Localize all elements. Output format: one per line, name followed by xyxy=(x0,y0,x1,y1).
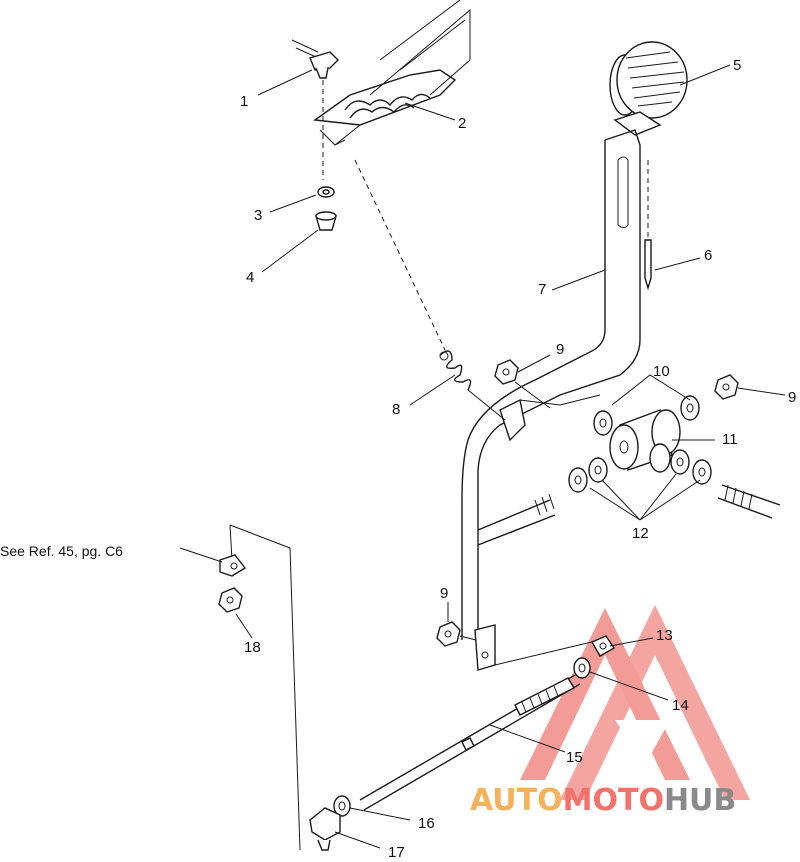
label-17: 17 xyxy=(388,844,405,861)
part-13-rod-end xyxy=(591,635,615,657)
part-9-nut-right xyxy=(714,374,739,400)
label-4: 4 xyxy=(246,269,254,286)
part-10-washers xyxy=(593,395,700,436)
label-9-right: 9 xyxy=(788,389,796,406)
part-9-nut-lower xyxy=(436,621,477,647)
watermark-text: AUTOMOTOHUB xyxy=(470,783,736,818)
part-3-washer xyxy=(317,186,335,198)
label-1: 1 xyxy=(240,93,248,110)
watermark-logo-icon xyxy=(520,605,750,800)
part-2-bracket xyxy=(344,93,431,119)
part-7-lever-arm xyxy=(461,129,641,671)
watermark-part-2: MOTO xyxy=(563,783,664,818)
reference-assembly xyxy=(179,524,301,851)
label-9-lower: 9 xyxy=(440,585,448,602)
part-6-pin xyxy=(644,160,652,291)
part-15-rod xyxy=(359,674,581,811)
label-2: 2 xyxy=(458,115,466,132)
label-15: 15 xyxy=(566,749,583,766)
lever-shaft xyxy=(477,484,781,546)
label-6: 6 xyxy=(704,247,712,264)
part-11-bushing xyxy=(609,409,681,473)
label-3: 3 xyxy=(254,207,262,224)
part-5-pedal-pad xyxy=(609,41,688,136)
reference-note: See Ref. 45, pg. C6 xyxy=(0,543,123,559)
label-11: 11 xyxy=(722,431,738,448)
label-14: 14 xyxy=(672,697,689,714)
part-17-ball-joint xyxy=(309,807,341,851)
watermark-part-3: HUB xyxy=(664,783,736,818)
label-10: 10 xyxy=(653,363,670,380)
leader-lines xyxy=(235,64,786,849)
part-9-nut-upper xyxy=(494,359,551,409)
frame-outline xyxy=(313,0,471,146)
part-18-nut xyxy=(218,587,243,613)
part-4-cap xyxy=(315,211,337,231)
label-5: 5 xyxy=(733,57,741,74)
label-13: 13 xyxy=(656,627,673,644)
part-8-spring xyxy=(439,350,506,421)
label-18: 18 xyxy=(244,639,261,656)
part-12-washers xyxy=(568,449,712,493)
part-16-nut xyxy=(333,795,351,817)
label-9-upper: 9 xyxy=(556,341,564,358)
part-1-switch xyxy=(291,39,339,180)
label-7: 7 xyxy=(538,281,546,298)
watermark-part-1: AUTO xyxy=(470,783,563,818)
part-14-nut xyxy=(573,657,591,679)
label-16: 16 xyxy=(418,815,435,832)
label-8: 8 xyxy=(392,401,400,418)
assembly-line xyxy=(354,159,446,351)
label-12: 12 xyxy=(632,525,649,542)
